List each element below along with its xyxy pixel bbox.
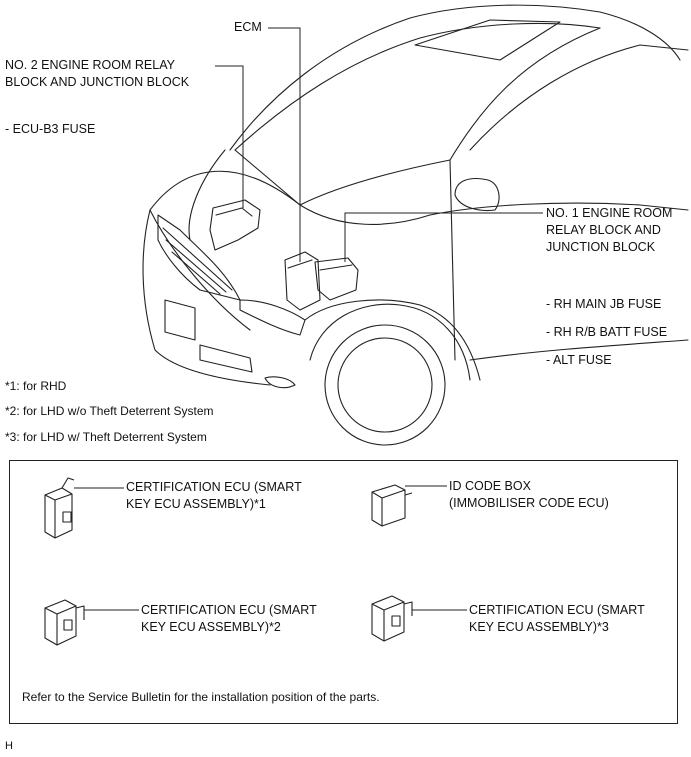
figure-code: H — [5, 740, 13, 752]
side-sill — [469, 339, 689, 361]
id-code-box-label-line1: ID CODE BOX — [449, 479, 531, 493]
rh-rb-batt-fuse-label: - RH R/B BATT FUSE — [546, 325, 668, 339]
cert-ecu-2-icon — [44, 599, 85, 646]
cert-ecu-1-label-line2: KEY ECU ASSEMBLY)*1 — [126, 497, 266, 511]
cert-ecu-3-icon — [371, 595, 413, 642]
id-code-box-icon — [371, 484, 413, 527]
cert-ecu-3-label-line1: CERTIFICATION ECU (SMART — [469, 603, 645, 617]
cert-ecu-1-icon — [44, 477, 75, 539]
cert-ecu-2-label-line2: KEY ECU ASSEMBLY)*2 — [141, 620, 281, 634]
no1-relay-block — [314, 257, 359, 301]
door-line — [449, 159, 456, 361]
footnote-1: *1: for RHD — [5, 379, 67, 393]
ecu-b3-fuse-label: - ECU-B3 FUSE — [5, 122, 96, 136]
no1-relay-label-line1: NO. 1 ENGINE ROOM — [546, 206, 673, 220]
footnote-2: *2: for LHD w/o Theft Deterrent System — [5, 404, 214, 418]
cert-ecu-3-label-line2: KEY ECU ASSEMBLY)*3 — [469, 620, 609, 634]
lower-grille — [199, 344, 253, 373]
no1-relay-label-line2: RELAY BLOCK AND — [546, 223, 661, 237]
no1-relay-label-line3: JUNCTION BLOCK — [546, 240, 656, 254]
no2-relay-label-line1: NO. 2 ENGINE ROOM RELAY — [5, 58, 175, 72]
no2-relay-label-line2: BLOCK AND JUNCTION BLOCK — [5, 75, 190, 89]
cert-ecu-1-label-line1: CERTIFICATION ECU (SMART — [126, 480, 302, 494]
leader-ecm — [268, 27, 301, 262]
service-bulletin-note: Refer to the Service Bulletin for the in… — [22, 690, 380, 704]
windshield-bottom — [299, 159, 451, 206]
windshield-top — [234, 22, 601, 151]
roof-outline — [229, 4, 681, 151]
leader-no2 — [215, 65, 244, 208]
sunroof — [414, 19, 561, 61]
footnote-3: *3: for LHD w/ Theft Deterrent System — [5, 430, 207, 444]
a-pillar — [449, 27, 601, 161]
headlight — [239, 299, 306, 336]
ecm-unit — [284, 251, 321, 311]
alt-fuse-label: - ALT FUSE — [546, 353, 612, 367]
rh-main-jb-fuse-label: - RH MAIN JB FUSE — [546, 297, 662, 311]
fender — [304, 299, 481, 381]
leader-no1 — [344, 212, 543, 262]
windshield-left — [234, 149, 301, 206]
ecm-label: ECM — [234, 20, 262, 34]
side-window — [469, 44, 689, 151]
side-mirror — [454, 177, 500, 212]
wheel-arch — [309, 303, 471, 381]
no2-relay-block — [209, 199, 261, 251]
front-wheel — [324, 324, 446, 446]
hood-crease — [188, 149, 226, 241]
cert-ecu-2-label-line1: CERTIFICATION ECU (SMART — [141, 603, 317, 617]
fog-lamp — [264, 376, 296, 389]
front-fascia — [142, 209, 271, 386]
parts-box — [9, 460, 678, 724]
license-plate — [164, 299, 196, 341]
id-code-box-label-line2: (IMMOBILISER CODE ECU) — [449, 496, 609, 510]
